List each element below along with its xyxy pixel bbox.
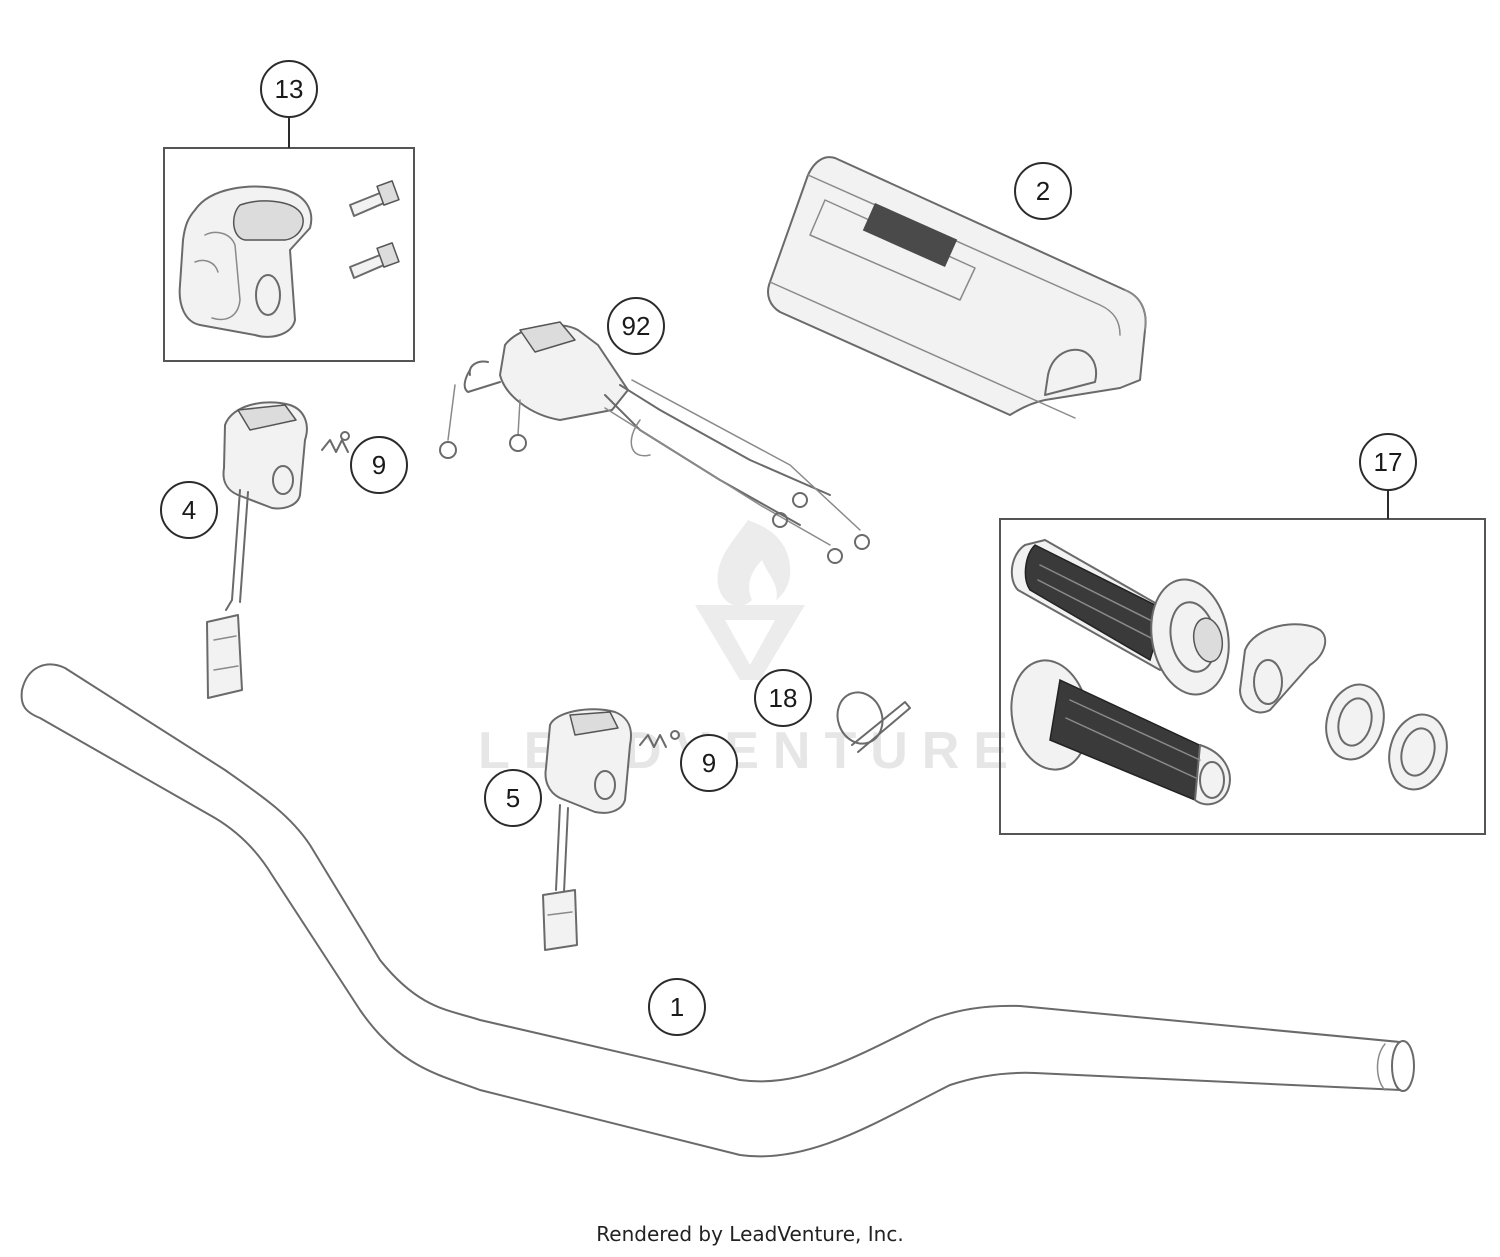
part-13-group[interactable] xyxy=(163,118,415,362)
callout-18[interactable]: 18 xyxy=(754,669,812,727)
callout-5-label: 5 xyxy=(506,783,520,813)
grip-icon xyxy=(1010,539,1230,696)
spring-part[interactable] xyxy=(321,431,350,453)
callout-1-label: 1 xyxy=(670,992,684,1022)
callout-17[interactable]: 17 xyxy=(1359,433,1417,491)
callout-17-label: 17 xyxy=(1374,447,1403,477)
callout-92[interactable]: 92 xyxy=(607,297,665,355)
callout-92-label: 92 xyxy=(622,311,651,341)
callout-9-left[interactable]: 9 xyxy=(350,436,408,494)
cable-tie-part[interactable] xyxy=(830,686,911,753)
footer-credit: Rendered by LeadVenture, Inc. xyxy=(596,1222,904,1246)
callout-1[interactable]: 1 xyxy=(648,978,706,1036)
callout-9-right-label: 9 xyxy=(702,748,716,778)
right-switch-part[interactable] xyxy=(542,708,633,951)
part-17-group[interactable] xyxy=(999,490,1486,835)
handlebar-part[interactable] xyxy=(20,663,1415,1158)
brand-logo-icon xyxy=(862,202,958,268)
grip-cam-icon xyxy=(1239,623,1327,714)
grip-ring-icon xyxy=(1388,713,1448,791)
grip-ring-icon xyxy=(1325,683,1385,761)
grip-icon xyxy=(1010,659,1231,806)
callout-9-right[interactable]: 9 xyxy=(680,734,738,792)
callout-18-label: 18 xyxy=(769,683,798,713)
handlebar-pad-part[interactable] xyxy=(767,156,1147,419)
callout-13[interactable]: 13 xyxy=(260,60,318,118)
throttle-assembly-part[interactable] xyxy=(439,321,870,564)
bolt-icon xyxy=(349,180,400,217)
watermark-flame-logo xyxy=(717,520,791,606)
bolt-icon xyxy=(349,242,400,279)
watermark-v-logo xyxy=(695,605,805,680)
callout-13-label: 13 xyxy=(275,74,304,104)
left-switch-part[interactable] xyxy=(206,401,308,699)
callout-9-left-label: 9 xyxy=(372,450,386,480)
part-17-box xyxy=(999,518,1486,835)
spring-part[interactable] xyxy=(639,730,680,748)
callout-4[interactable]: 4 xyxy=(160,481,218,539)
callout-5[interactable]: 5 xyxy=(484,769,542,827)
callout-2-label: 2 xyxy=(1036,176,1050,206)
throttle-housing-icon xyxy=(178,185,313,338)
callout-4-label: 4 xyxy=(182,495,196,525)
callout-2[interactable]: 2 xyxy=(1014,162,1072,220)
